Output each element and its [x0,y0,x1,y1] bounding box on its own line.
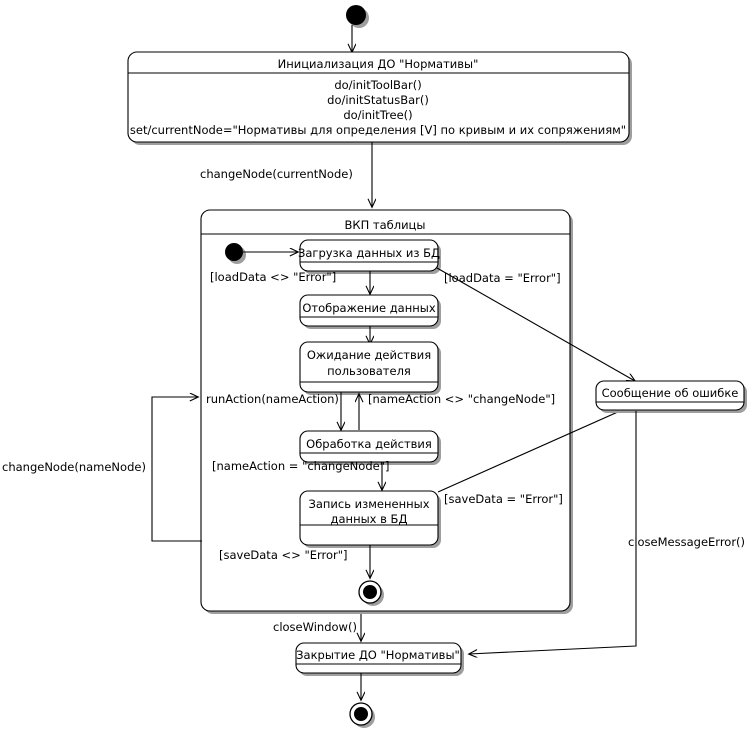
edge-initialization-to-composite: changeNode(currentNode) [200,142,372,207]
edge-process-to-save: [nameAction = "changeNode"] [212,459,389,490]
state-composite-title: ВКП таблицы [345,218,426,232]
state-initialization-action-1: do/initStatusBar() [327,93,429,107]
state-wait-user-action-title-line2: пользователя [327,364,411,378]
edge-change-node-loop: changeNode(nameNode) [2,397,202,542]
state-initialization-title: Инициализация ДО "Нормативы" [278,57,479,71]
initial-state [346,5,369,28]
label-run-action: runAction(nameAction) [206,392,339,406]
outer-final-state [349,702,375,728]
edge-composite-to-closing: closeWindow() [273,614,361,641]
state-initialization-action-3: set/currentNode="Нормативы для определен… [130,123,626,137]
state-process-action: Обработка действия [299,430,441,465]
edge-save-to-error: [saveData = "Error"] [437,403,638,506]
state-error-message-title: Сообщение об ошибке [602,386,739,400]
state-initialization: Инициализация ДО "Нормативы" do/initTool… [127,51,632,145]
edge-load-to-show: [loadData <> "Error"] [210,270,370,294]
state-initialization-action-2: do/initTree() [343,108,412,122]
state-error-message: Сообщение об ошибке [595,380,747,413]
state-show-data: Отображение данных [299,294,441,329]
label-load-ok: [loadData <> "Error"] [210,270,336,284]
state-closing: Закрытие ДО "Нормативы" [295,642,464,676]
state-save-data-title-line1: Запись измененных [308,497,429,511]
label-name-action-eq: [nameAction = "changeNode"] [212,459,389,473]
edge-wait-to-process: runAction(nameAction) [206,392,341,430]
state-load-data-title: Загрузка данных из БД [298,246,440,260]
label-save-ok: [saveData <> "Error"] [219,548,348,562]
edge-process-to-wait: [nameAction <> "changeNode"] [359,392,555,430]
state-save-data-title-line2: данных в БД [331,512,408,526]
edge-save-to-inner-final: [saveData <> "Error"] [219,545,370,578]
state-show-data-title: Отображение данных [302,301,436,315]
label-close-message-error: closeMessageError() [628,535,745,549]
inner-initial-state [225,243,246,264]
label-change-node-current: changeNode(currentNode) [200,167,353,181]
label-close-window: closeWindow() [273,620,357,634]
inner-final-state [358,580,384,606]
edge-error-to-closing: closeMessageError() [469,411,745,654]
label-name-action-ne: [nameAction <> "changeNode"] [368,392,555,406]
state-process-action-title: Обработка действия [306,437,432,451]
state-save-data: Запись измененных данных в БД [299,490,441,548]
state-load-data: Загрузка данных из БД [298,239,441,274]
state-initialization-action-0: do/initToolBar() [334,78,421,92]
label-save-error: [saveData = "Error"] [444,492,563,506]
state-composite-table: ВКП таблицы [200,209,573,614]
edge-load-to-error: [loadData = "Error"] [436,267,635,381]
label-load-error: [loadData = "Error"] [444,271,561,285]
state-wait-user-action-title-line1: Ожидание действия [307,348,431,362]
state-closing-title: Закрытие ДО "Нормативы" [296,648,460,662]
state-wait-user-action: Ожидание действия пользователя [299,341,441,395]
label-change-node-name: changeNode(nameNode) [2,460,146,474]
